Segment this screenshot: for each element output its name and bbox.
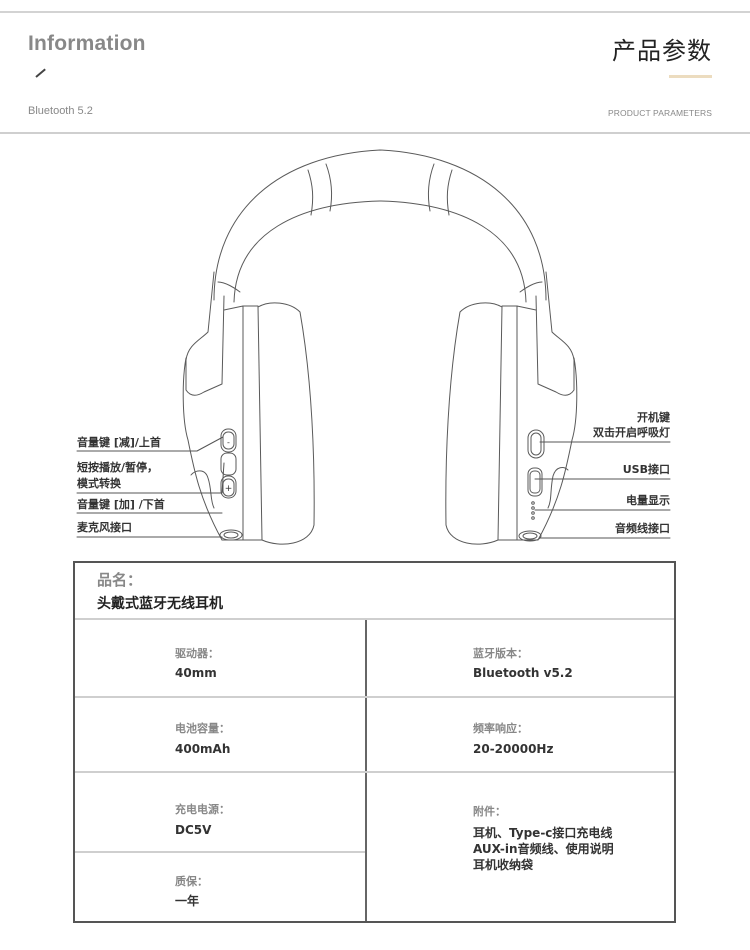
label-volume-down: 音量键 [减]/上首 (77, 436, 161, 449)
spec-key: 充电电源： (175, 803, 230, 816)
spec-value-line: 耳机收纳袋 (473, 858, 534, 872)
usb-port (527, 467, 543, 497)
headband-inner (233, 200, 527, 303)
mic-jack (219, 529, 243, 541)
spec-value: 40mm (175, 666, 217, 680)
spec-bluetooth: 蓝牙版本： Bluetooth v5.2 (367, 622, 674, 696)
label-play-pause: 短按播放/暂停， (77, 461, 159, 474)
svg-text:-: - (227, 438, 230, 447)
spec-value: 一年 (175, 894, 200, 908)
spec-key: 驱动器： (175, 647, 219, 660)
spec-value: DC5V (175, 823, 212, 837)
info-title: Information (28, 32, 146, 55)
label-mic-jack: 麦克风接口 (77, 521, 132, 534)
label-volume-up: 音量键 [加] /下首 (77, 498, 165, 511)
product-name-value: 头戴式蓝牙无线耳机 (97, 596, 223, 612)
label-power-key: 开机键 (637, 411, 670, 424)
spec-charging: 充电电源： DC5V (75, 773, 365, 851)
play-pause-button (220, 452, 237, 476)
volume-up-button (220, 475, 237, 499)
spec-key: 蓝牙版本： (473, 647, 528, 660)
label-audio-jack: 音频线接口 (615, 522, 670, 535)
left-cup-shell (221, 305, 244, 541)
info-subtitle: Bluetooth 5.2 (28, 105, 93, 117)
audio-jack (518, 530, 542, 542)
spec-accessories: 附件： 耳机、Type-c接口充电线 AUX-in音频线、使用说明 耳机收纳袋 (367, 773, 674, 921)
header-divider-bottom (0, 132, 750, 134)
spec-key: 附件： (473, 805, 506, 818)
spec-table: 品名： 头戴式蓝牙无线耳机 驱动器： 40mm 蓝牙版本： Bluetooth … (73, 561, 676, 923)
label-mode-switch: 模式转换 (77, 477, 121, 490)
product-name-cell: 品名： 头戴式蓝牙无线耳机 (75, 563, 674, 620)
label-battery-display: 电量显示 (626, 494, 670, 507)
spec-frequency: 频率响应： 20-20000Hz (367, 698, 674, 771)
right-cushion (445, 302, 503, 545)
product-name-label: 品名： (97, 571, 143, 589)
spec-key: 频率响应： (473, 722, 528, 735)
row-divider (75, 696, 674, 698)
spec-value-line: 耳机、Type-c接口充电线 (473, 826, 613, 840)
spec-value: 20-20000Hz (473, 742, 554, 756)
headband-outer (213, 149, 547, 301)
spec-battery: 电池容量： 400mAh (75, 698, 365, 771)
label-usb-port: USB接口 (622, 463, 670, 476)
accent-bar (669, 75, 712, 78)
spec-warranty: 质保： 一年 (75, 853, 365, 921)
en-subtitle: PRODUCT PARAMETERS (608, 108, 712, 118)
row-divider (75, 771, 674, 773)
spec-value-line: AUX-in音频线、使用说明 (473, 842, 614, 856)
spec-key: 质保： (175, 875, 208, 888)
spec-key: 电池容量： (175, 722, 230, 735)
slash-icon (35, 68, 46, 78)
left-cushion (257, 302, 315, 545)
svg-text:+: + (225, 484, 233, 494)
power-button (527, 429, 545, 459)
headphone-diagram: - + (76, 149, 671, 545)
header-divider-top (0, 11, 750, 13)
spec-value: Bluetooth v5.2 (473, 666, 573, 680)
volume-down-button (220, 428, 237, 453)
right-cup-shell (516, 305, 539, 541)
column-divider (365, 620, 367, 921)
spec-driver: 驱动器： 40mm (75, 622, 365, 696)
row-divider (75, 851, 365, 853)
cn-title: 产品参数 (612, 37, 712, 65)
label-breathing-light: 双击开启呼吸灯 (593, 426, 670, 439)
spec-value: 400mAh (175, 742, 231, 756)
